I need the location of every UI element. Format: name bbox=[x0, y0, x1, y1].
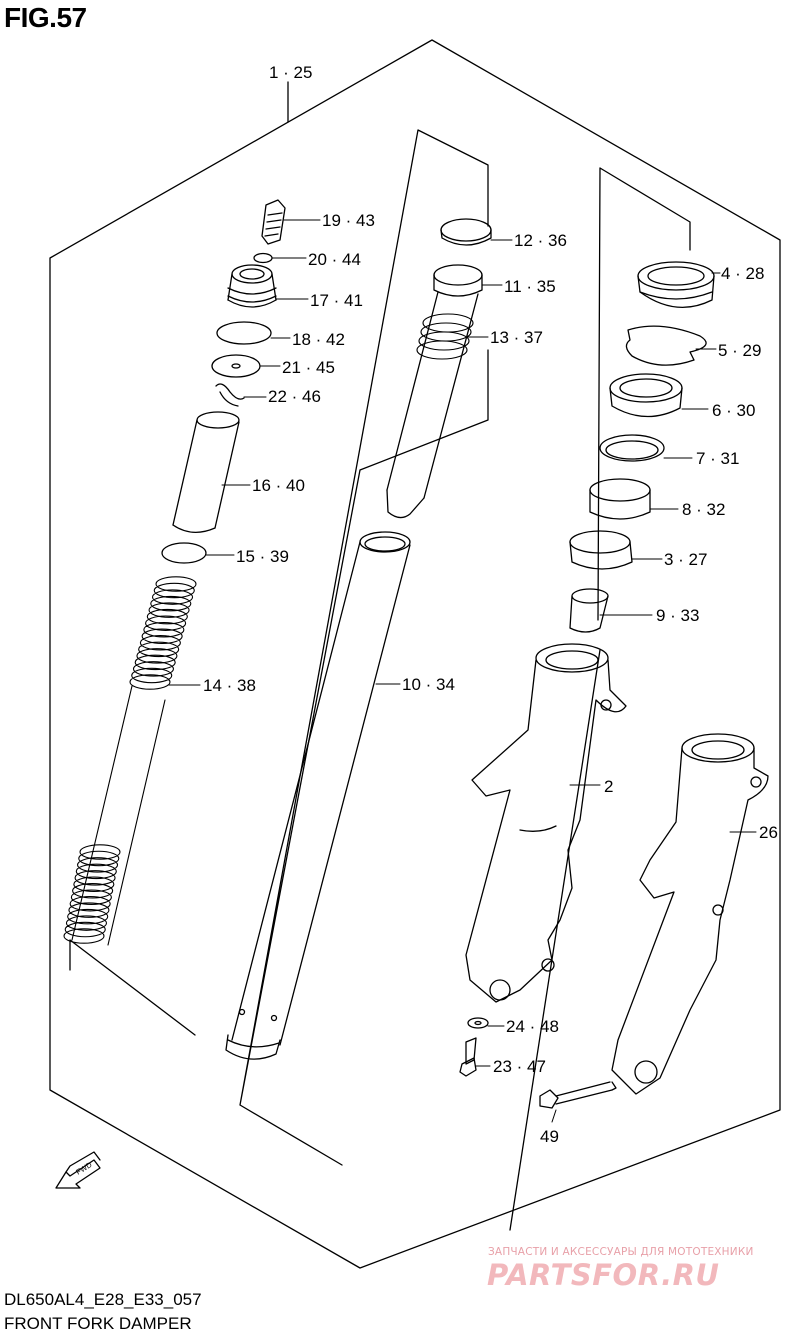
callout-15-39: 15 · 39 bbox=[236, 547, 289, 566]
part-15-washer bbox=[161, 542, 207, 564]
assembly-outline bbox=[49, 39, 781, 1269]
part-9-oil-lock-piece bbox=[569, 588, 609, 633]
leader-lines bbox=[167, 219, 757, 1123]
callout-23-47: 23 · 47 bbox=[493, 1057, 546, 1076]
callout-labels: 1 · 25 19 · 43 20 · 44 17 · 41 18 · 42 2… bbox=[203, 63, 778, 1146]
callout-5-29: 5 · 29 bbox=[718, 341, 761, 360]
figure-title: FIG.57 bbox=[4, 2, 87, 33]
callout-19-43: 19 · 43 bbox=[322, 211, 375, 230]
callout-21-45: 21 · 45 bbox=[282, 358, 335, 377]
part-49-bolt bbox=[539, 1081, 617, 1109]
callout-3-27: 3 · 27 bbox=[664, 550, 707, 569]
callout-1-25: 1 · 25 bbox=[269, 63, 312, 82]
callout-22-46: 22 · 46 bbox=[268, 387, 321, 406]
part-11-rebound-rod-top bbox=[386, 264, 483, 519]
callout-7-31: 7 · 31 bbox=[696, 449, 739, 468]
part-24-washer bbox=[467, 1017, 489, 1029]
callout-12-36: 12 · 36 bbox=[514, 231, 567, 250]
part-2-outer-tube bbox=[465, 643, 627, 1003]
callout-14-38: 14 · 38 bbox=[203, 676, 256, 695]
callout-16-40: 16 · 40 bbox=[252, 476, 305, 495]
part-5-stopper-ring bbox=[625, 325, 707, 366]
fwd-arrow-icon: FWD bbox=[55, 1151, 101, 1189]
inner-tube-frame bbox=[239, 129, 489, 1166]
callout-13-37: 13 · 37 bbox=[490, 328, 543, 347]
part-20-oring bbox=[253, 252, 273, 264]
part-17-cap bbox=[227, 264, 277, 308]
cartridge-frame bbox=[69, 939, 196, 1036]
part-19-bolt bbox=[261, 199, 286, 245]
part-12-ring bbox=[440, 218, 492, 246]
callout-6-30: 6 · 30 bbox=[712, 401, 755, 420]
part-7-washer bbox=[599, 434, 665, 462]
part-26-outer-tube bbox=[611, 733, 769, 1095]
callout-10-34: 10 · 34 bbox=[402, 675, 455, 694]
callout-11-35: 11 · 35 bbox=[504, 277, 556, 296]
callout-26: 26 bbox=[759, 823, 778, 842]
callout-24-48: 24 · 48 bbox=[506, 1017, 559, 1036]
watermark-tagline: ЗАПЧАСТИ И АКСЕССУАРЫ ДЛЯ МОТОТЕХНИКИ bbox=[488, 1246, 754, 1258]
outer-tube-frame bbox=[509, 167, 691, 1231]
part-8-bushing bbox=[589, 478, 651, 520]
callout-49: 49 bbox=[540, 1127, 559, 1146]
callout-4-28: 4 · 28 bbox=[721, 264, 764, 283]
part-22-clip bbox=[215, 383, 245, 407]
callout-2: 2 bbox=[604, 777, 613, 796]
part-14-spring bbox=[63, 576, 197, 946]
part-10-inner-tube bbox=[225, 531, 411, 1060]
callout-18-42: 18 · 42 bbox=[292, 330, 345, 349]
part-18-oring bbox=[216, 321, 272, 345]
part-6-oil-seal bbox=[609, 373, 683, 418]
part-13-spring bbox=[416, 313, 474, 360]
part-21-washer bbox=[211, 354, 261, 378]
part-16-spacer bbox=[172, 411, 240, 533]
part-23-bolt bbox=[459, 1037, 477, 1077]
watermark-logo: PARTSFOR.RU bbox=[487, 1258, 720, 1292]
callout-9-33: 9 · 33 bbox=[656, 606, 699, 625]
model-code: DL650AL4_E28_E33_057 bbox=[4, 1290, 202, 1309]
part-3-bushing bbox=[569, 530, 633, 570]
part-4-dust-seal bbox=[637, 261, 715, 308]
diagram-caption: FRONT FORK DAMPER bbox=[4, 1314, 192, 1333]
callout-20-44: 20 · 44 bbox=[308, 250, 361, 269]
callout-8-32: 8 · 32 bbox=[682, 500, 725, 519]
callout-17-41: 17 · 41 bbox=[310, 291, 363, 310]
